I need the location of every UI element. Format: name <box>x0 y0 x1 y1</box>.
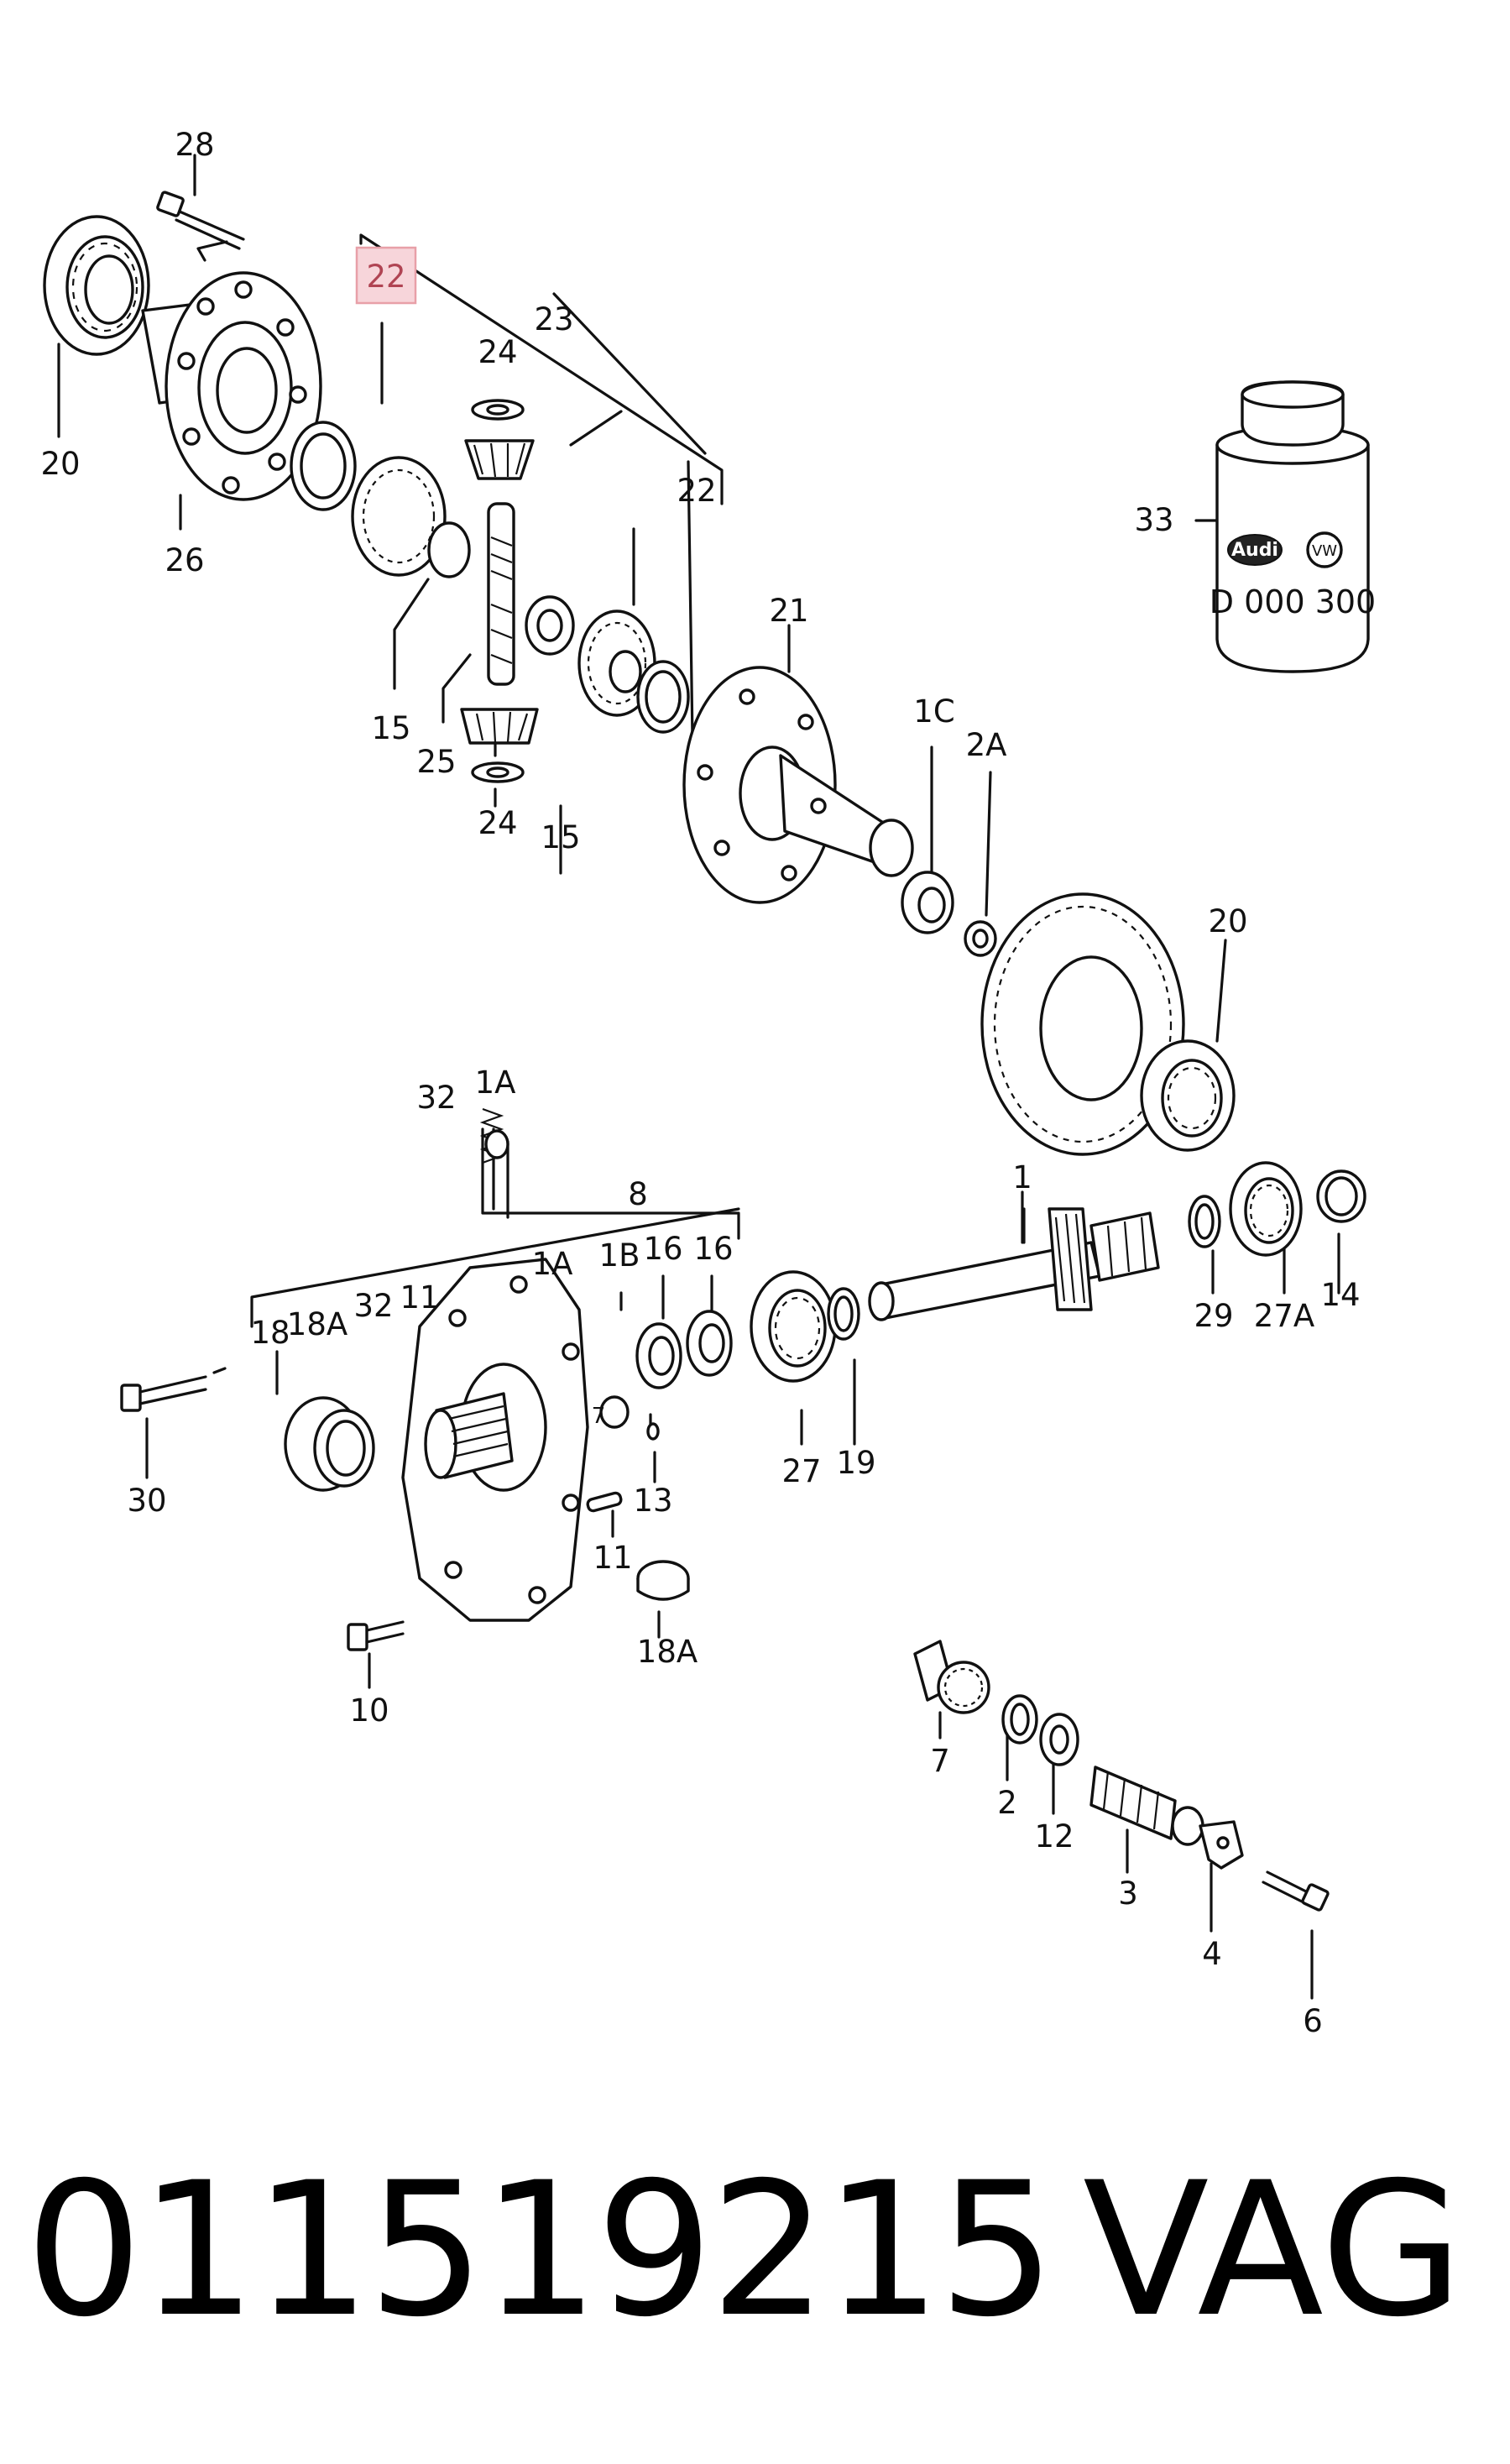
highlight-box-22 <box>355 246 417 305</box>
plug-1B <box>599 1395 630 1429</box>
pin-7-small <box>646 1422 660 1441</box>
label-1C: 1C <box>913 693 954 730</box>
label-18A-bottom: 18A <box>637 1634 698 1670</box>
planet-gear-top <box>464 439 535 480</box>
label-16-b: 16 <box>693 1231 733 1267</box>
spring-32 <box>479 1107 509 1164</box>
label-2A: 2A <box>966 727 1007 763</box>
label-4: 4 <box>1202 1936 1222 1972</box>
label-8: 8 <box>628 1176 648 1212</box>
cap-18A-bottom <box>636 1560 690 1601</box>
shim-29 <box>1188 1195 1221 1248</box>
bearing-16-a <box>635 1322 682 1389</box>
bolt-30 <box>120 1375 207 1412</box>
bottle-brand-vw: VW <box>1312 542 1337 560</box>
label-1A-mid: 1A <box>532 1246 573 1282</box>
bushing-12 <box>1039 1713 1079 1766</box>
thrust-washer-22-right <box>636 660 690 734</box>
label-14: 14 <box>1320 1277 1360 1313</box>
part-number-footer: 011519215 VAG <box>25 2141 1486 2359</box>
label-28: 28 <box>175 127 214 163</box>
planet-washer-24-top <box>471 399 525 421</box>
label-12: 12 <box>1034 1818 1074 1855</box>
label-2: 2 <box>997 1785 1017 1821</box>
label-11-bottom: 11 <box>593 1540 632 1576</box>
label-1B: 1B <box>599 1237 640 1274</box>
clamp-4 <box>1199 1820 1244 1870</box>
cap-14 <box>1316 1169 1366 1223</box>
label-10: 10 <box>349 1692 389 1729</box>
label-15-left: 15 <box>371 710 410 746</box>
part-number: 011519215 <box>25 2142 1056 2357</box>
differential-housing-26 <box>141 271 322 501</box>
bottle-code: D 000 300 <box>1210 583 1376 620</box>
bottle-brand-audi: Audi <box>1231 540 1278 561</box>
label-27A: 27A <box>1254 1298 1314 1334</box>
label-30: 30 <box>127 1483 166 1519</box>
leader-lines <box>57 154 1340 2000</box>
brand-name: VAG <box>1083 2142 1464 2357</box>
label-13: 13 <box>633 1483 672 1519</box>
label-3: 3 <box>1118 1875 1138 1912</box>
speedo-drive-gear-7 <box>913 1640 990 1714</box>
label-20-right: 20 <box>1208 903 1247 939</box>
label-19: 19 <box>836 1445 875 1481</box>
ring-2 <box>1001 1694 1038 1745</box>
callout-labels: 28 22 23 24 22 20 26 15 25 24 15 21 1C 2… <box>40 127 1360 2039</box>
driven-gear-3 <box>1089 1766 1204 1846</box>
label-24-top: 24 <box>478 334 517 370</box>
label-24-bottom: 24 <box>478 805 517 841</box>
label-26: 26 <box>165 542 204 578</box>
label-7: 7 <box>930 1743 950 1779</box>
label-7-small: 7 <box>592 1404 606 1429</box>
bearing-27 <box>750 1270 837 1383</box>
label-1: 1 <box>1012 1159 1032 1195</box>
label-15-right: 15 <box>541 819 580 855</box>
oil-seal-18 <box>284 1396 375 1492</box>
bolt-28 <box>156 191 245 250</box>
label-20-top: 20 <box>40 446 80 482</box>
bolt-6 <box>1262 1870 1330 1912</box>
bearing-16-b <box>686 1310 733 1377</box>
thrust-washer-22-left <box>290 421 357 511</box>
bushing-1C <box>901 871 954 934</box>
label-16-a: 16 <box>643 1231 682 1267</box>
label-6: 6 <box>1303 2003 1323 2039</box>
planet-washer-24-bottom <box>471 761 525 783</box>
flange-21 <box>682 666 914 904</box>
nut-2A <box>964 920 997 957</box>
label-11-top: 11 <box>400 1279 439 1316</box>
drive-pinion-shaft <box>868 1207 1160 1321</box>
ring-gear-1 <box>980 892 1185 1156</box>
planet-gear-bottom <box>460 708 539 745</box>
label-32-top: 32 <box>416 1080 456 1116</box>
label-25: 25 <box>416 744 456 780</box>
side-gear-15-right <box>525 595 656 717</box>
side-gear-15-left <box>351 456 471 578</box>
bolt-10 <box>347 1620 405 1651</box>
bearing-20-right <box>1140 1039 1236 1152</box>
pinion-shaft-25 <box>487 502 515 686</box>
shim-19 <box>827 1287 860 1341</box>
label-27: 27 <box>781 1453 821 1489</box>
label-21: 21 <box>769 593 808 629</box>
label-22-highlight: 22 <box>366 259 405 295</box>
dowel-pin-11 <box>586 1491 623 1513</box>
label-22-right: 22 <box>677 473 716 509</box>
label-1A-top: 1A <box>475 1065 516 1101</box>
label-18A-top: 18A <box>287 1306 347 1342</box>
label-32-mid: 32 <box>353 1288 393 1324</box>
bearing-27A <box>1229 1161 1303 1257</box>
label-18: 18 <box>250 1315 290 1351</box>
cover-8 <box>401 1258 589 1622</box>
label-23: 23 <box>534 301 573 337</box>
bearing-20-top <box>43 215 150 356</box>
grease-bottle-33: Audi VW D 000 300 <box>1210 380 1376 673</box>
label-29: 29 <box>1194 1298 1233 1334</box>
label-33: 33 <box>1134 502 1173 538</box>
